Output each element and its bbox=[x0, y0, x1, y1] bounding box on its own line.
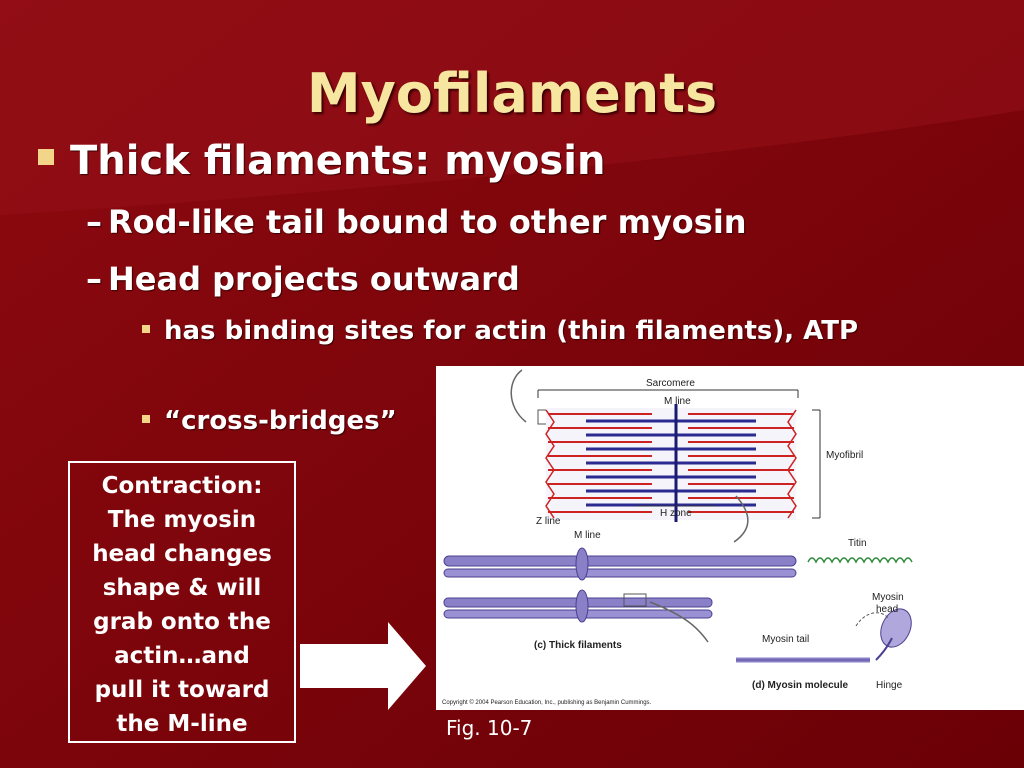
right-arrow-icon bbox=[300, 622, 426, 710]
thick-filament-bundle bbox=[443, 547, 797, 623]
label-myosin-head-1: Myosin bbox=[872, 592, 904, 603]
callout-line: Contraction: bbox=[101, 473, 263, 499]
callout-line: head changes bbox=[92, 541, 272, 567]
label-titin: Titin bbox=[848, 538, 867, 549]
callout-line: actin…and bbox=[114, 643, 250, 669]
bullet-thick-filaments: Thick filaments: myosin bbox=[38, 138, 605, 184]
sub-bullet-rod-tail: –Rod-like tail bound to other myosin bbox=[86, 203, 747, 241]
sub-sub-bullet-binding-sites: has binding sites for actin (thin filame… bbox=[142, 316, 858, 346]
dash-bullet-icon: – bbox=[86, 260, 102, 298]
slide-title: Myofilaments bbox=[306, 62, 718, 125]
titin-coil bbox=[807, 557, 913, 564]
sub-bullet-text: Rod-like tail bound to other myosin bbox=[108, 203, 747, 241]
sub-bullet-head-projects: –Head projects outward bbox=[86, 260, 520, 298]
label-copyright: Copyright © 2004 Pearson Education, Inc.… bbox=[442, 699, 652, 706]
contraction-callout-box: Contraction: The myosin head changes sha… bbox=[68, 461, 296, 743]
curved-arrow-icon bbox=[733, 495, 749, 543]
label-h-zone: H zone bbox=[660, 508, 692, 519]
label-m-line-top: M line bbox=[664, 396, 691, 407]
bullet-text: Thick filaments: myosin bbox=[70, 138, 606, 184]
label-sarcomere: Sarcomere bbox=[646, 378, 695, 389]
label-myofibril: Myofibril bbox=[826, 450, 863, 461]
sub-sub-bullet-cross-bridges: “cross-bridges” bbox=[142, 406, 397, 436]
callout-line: the M-line bbox=[116, 711, 248, 737]
sarcomere-diagram: Sarcomere M line bbox=[442, 369, 913, 706]
callout-line: grab onto the bbox=[93, 609, 271, 635]
label-hinge: Hinge bbox=[876, 680, 903, 691]
myofibril-filaments bbox=[545, 404, 797, 522]
small-square-bullet-icon bbox=[142, 324, 150, 333]
callout-line: shape & will bbox=[102, 575, 262, 601]
dash-bullet-icon: – bbox=[86, 203, 102, 241]
callout-line: pull it toward bbox=[94, 677, 270, 703]
label-thick-filaments: (c) Thick filaments bbox=[534, 640, 622, 651]
callout-line: The myosin bbox=[107, 507, 257, 533]
label-m-line-mid: M line bbox=[574, 530, 601, 541]
label-myosin-tail: Myosin tail bbox=[762, 634, 809, 645]
myosin-molecule bbox=[736, 608, 912, 663]
figure-caption: Fig. 10-7 bbox=[446, 716, 533, 740]
square-bullet-icon bbox=[38, 149, 54, 165]
label-myosin-molecule: (d) Myosin molecule bbox=[752, 680, 849, 691]
sarcomere-figure: Sarcomere M line bbox=[436, 366, 1024, 710]
sub-sub-bullet-text: “cross-bridges” bbox=[164, 406, 397, 436]
label-myosin-head-2: head bbox=[876, 604, 898, 615]
label-z-line: Z line bbox=[536, 516, 561, 527]
small-square-bullet-icon bbox=[142, 414, 150, 423]
sub-sub-bullet-text: has binding sites for actin (thin filame… bbox=[164, 316, 859, 346]
curved-arrow-icon bbox=[510, 369, 527, 423]
sub-bullet-text: Head projects outward bbox=[108, 260, 520, 298]
